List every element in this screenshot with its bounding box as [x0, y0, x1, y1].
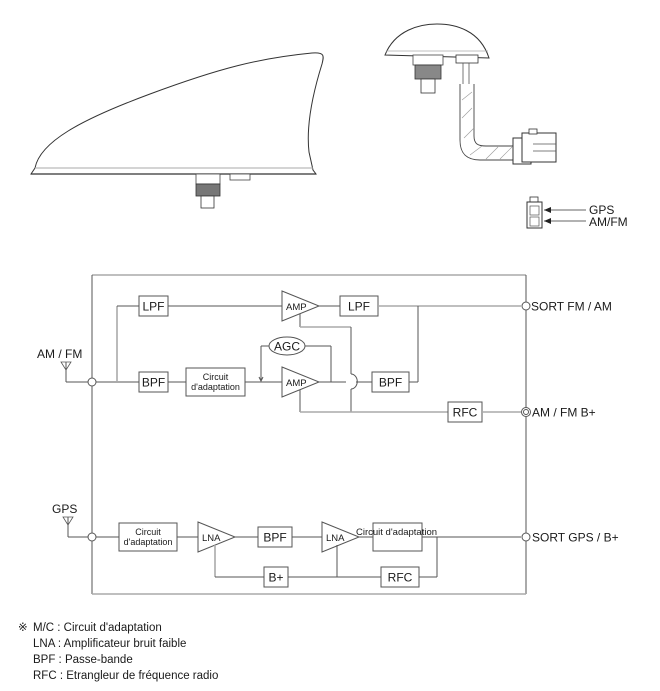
rfc-gps-block	[380, 566, 420, 588]
dome-antenna-drawing	[384, 23, 557, 165]
am-fm-input-terminal	[87, 377, 97, 387]
pin-label-amfm: AM/FM	[589, 215, 628, 229]
lpf-output-label: LPF	[348, 300, 370, 314]
matching-circuit-gps-out	[372, 522, 423, 552]
shark-fin-antenna-drawing	[30, 52, 324, 209]
lna-2-triangle	[321, 521, 361, 553]
legend-item: BPF : Passe-bande	[33, 652, 218, 668]
bplus-label: B+	[268, 571, 283, 585]
sort-fm-am-label: SORT FM / AM	[531, 300, 612, 314]
legend-notes: ※ M/C : Circuit d'adaptation LNA : Amplif…	[18, 620, 218, 684]
matching-amfm-line1: Circuit	[203, 372, 229, 382]
legend-item: ※ M/C : Circuit d'adaptation	[18, 620, 218, 636]
am-fm-bplus-label: AM / FM B+	[532, 406, 596, 420]
amp-top-label: AMP	[286, 302, 307, 313]
legend-text-lna: LNA : Amplificateur bruit faible	[33, 638, 187, 650]
amp-bottom-label: AMP	[286, 378, 307, 389]
sort-fm-am-terminal	[521, 301, 531, 311]
amp-top-triangle	[281, 290, 321, 322]
sort-gps-label: SORT GPS / B+	[532, 531, 619, 545]
gps-input-terminal	[87, 532, 97, 542]
matching-gps-line2: d'adaptation	[124, 537, 173, 547]
matching-circuit-gps-in	[118, 522, 178, 552]
bpf-gps-label: BPF	[263, 531, 286, 545]
lna-1-triangle	[197, 521, 237, 553]
am-fm-input-label: AM / FM	[37, 347, 82, 361]
gps-section: GPS Circuit d'adaptation LNA BPF LNA Cir…	[52, 502, 619, 588]
legend-text-bpf: BPF : Passe-bande	[33, 654, 133, 666]
rfc-gps-label: RFC	[388, 571, 413, 585]
amp-bottom-triangle	[281, 366, 321, 398]
legend-text-mc: M/C : Circuit d'adaptation	[33, 622, 162, 634]
pin-label-gps: GPS	[589, 203, 614, 217]
legend-item: LNA : Amplificateur bruit faible	[33, 636, 218, 652]
legend-text-rfc: RFC : Etrangleur de fréquence radio	[33, 670, 219, 682]
am-fm-section: AM / FM LPF AMP LPF SORT FM / AM BPF	[37, 290, 612, 423]
agc-label: AGC	[274, 340, 300, 354]
lna-2-label: LNA	[326, 533, 345, 544]
rfc-amfm-label: RFC	[453, 406, 478, 420]
sort-gps-terminal	[521, 532, 531, 542]
bpf-output-label: BPF	[379, 376, 402, 390]
matching-gps-out-label: Circuit d'adaptation	[356, 527, 437, 538]
gps-input-label: GPS	[52, 502, 77, 516]
legend-marker: ※	[18, 622, 28, 634]
legend-item: RFC : Etrangleur de fréquence radio	[33, 668, 218, 684]
bpf-input-label: BPF	[142, 376, 165, 390]
matching-gps-line1: Circuit	[135, 527, 161, 537]
connector-pinout: GPS AM/FM	[526, 196, 628, 229]
matching-amfm-line2: d'adaptation	[191, 382, 240, 392]
matching-circuit-amfm	[185, 367, 246, 397]
lpf-input-label: LPF	[142, 300, 164, 314]
lna-1-label: LNA	[202, 533, 221, 544]
